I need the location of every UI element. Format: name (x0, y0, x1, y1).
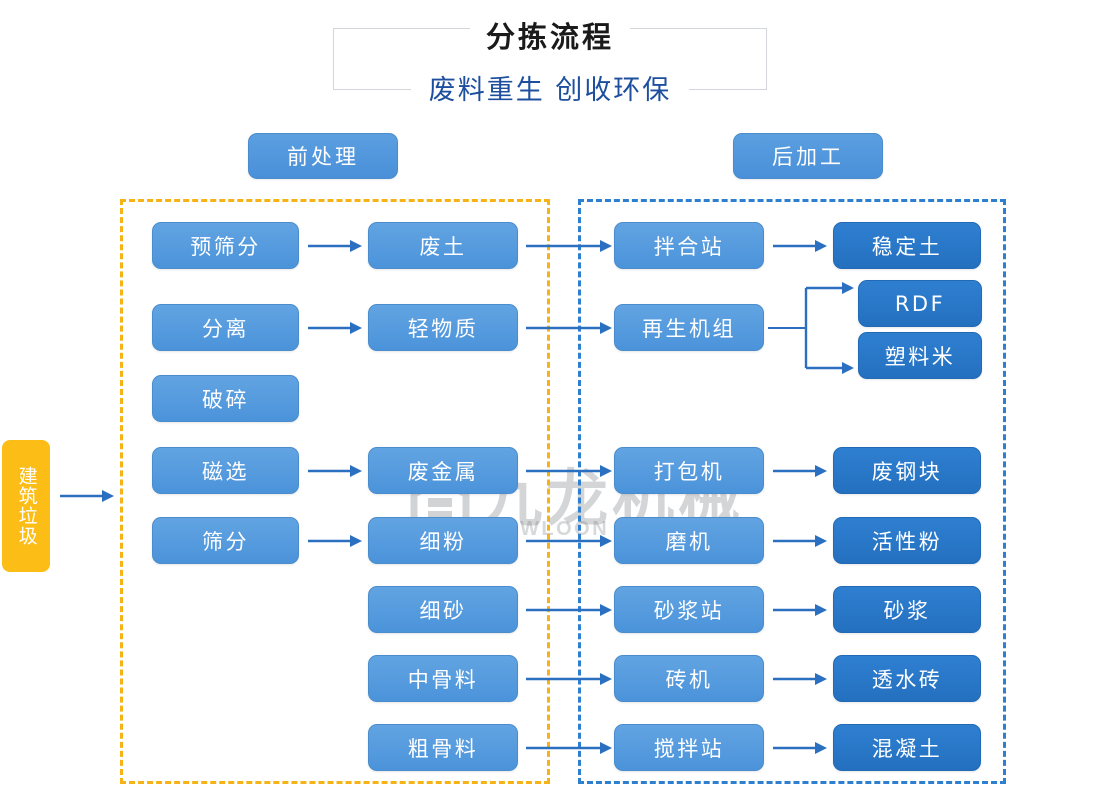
node-fine-powder[interactable]: 细粉 (368, 517, 518, 564)
source-construction-waste: 建筑垃圾 (2, 440, 50, 572)
page-title-text: 分拣流程 (469, 20, 630, 54)
node-regeneration-unit[interactable]: 再生机组 (614, 304, 764, 351)
node-mixing-station[interactable]: 拌合站 (614, 222, 764, 269)
region-pre-processing (120, 199, 550, 784)
node-permeable-brick[interactable]: 透水砖 (833, 655, 981, 702)
node-sieve[interactable]: 筛分 (152, 517, 299, 564)
node-scrap-steel-block[interactable]: 废钢块 (833, 447, 981, 494)
page-subtitle-text: 废料重生 创收环保 (410, 75, 690, 106)
node-waste-soil[interactable]: 废土 (368, 222, 518, 269)
node-brick-machine[interactable]: 砖机 (614, 655, 764, 702)
node-crush[interactable]: 破碎 (152, 375, 299, 422)
node-mortar-station[interactable]: 砂浆站 (614, 586, 764, 633)
node-scrap-metal[interactable]: 废金属 (368, 447, 518, 494)
stage-header-pre: 前处理 (248, 133, 398, 179)
node-rdf[interactable]: RDF (858, 280, 982, 327)
region-post-processing (578, 199, 1006, 784)
node-baler[interactable]: 打包机 (614, 447, 764, 494)
node-pre-screen[interactable]: 预筛分 (152, 222, 299, 269)
node-active-powder[interactable]: 活性粉 (833, 517, 981, 564)
node-mortar[interactable]: 砂浆 (833, 586, 981, 633)
node-fine-sand[interactable]: 细砂 (368, 586, 518, 633)
stage-header-post: 后加工 (733, 133, 883, 179)
node-magnetic-separation[interactable]: 磁选 (152, 447, 299, 494)
node-plastic-pellet[interactable]: 塑料米 (858, 332, 982, 379)
node-mill[interactable]: 磨机 (614, 517, 764, 564)
page-title: 分拣流程 (0, 14, 1100, 56)
node-stabilized-soil[interactable]: 稳定土 (833, 222, 981, 269)
node-light-matter[interactable]: 轻物质 (368, 304, 518, 351)
page-subtitle: 废料重生 创收环保 (0, 68, 1100, 107)
arrow-source-to-pre (60, 490, 114, 502)
node-coarse-aggregate[interactable]: 粗骨料 (368, 724, 518, 771)
node-separate[interactable]: 分离 (152, 304, 299, 351)
node-concrete[interactable]: 混凝土 (833, 724, 981, 771)
node-medium-aggregate[interactable]: 中骨料 (368, 655, 518, 702)
node-agitation-station[interactable]: 搅拌站 (614, 724, 764, 771)
